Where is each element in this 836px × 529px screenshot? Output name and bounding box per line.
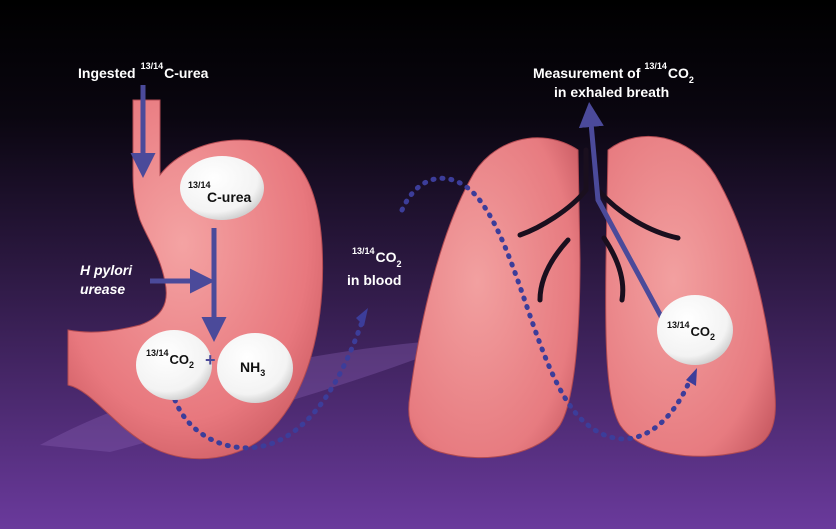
measurement-line2: in exhaled breath xyxy=(554,84,669,100)
stomach-urea-label: C-urea xyxy=(207,189,252,205)
blood-line2: in blood xyxy=(347,272,401,288)
hpylori-label: H pylori xyxy=(80,262,133,278)
plus-sign: + xyxy=(205,350,216,370)
urease-label: urease xyxy=(80,281,125,297)
